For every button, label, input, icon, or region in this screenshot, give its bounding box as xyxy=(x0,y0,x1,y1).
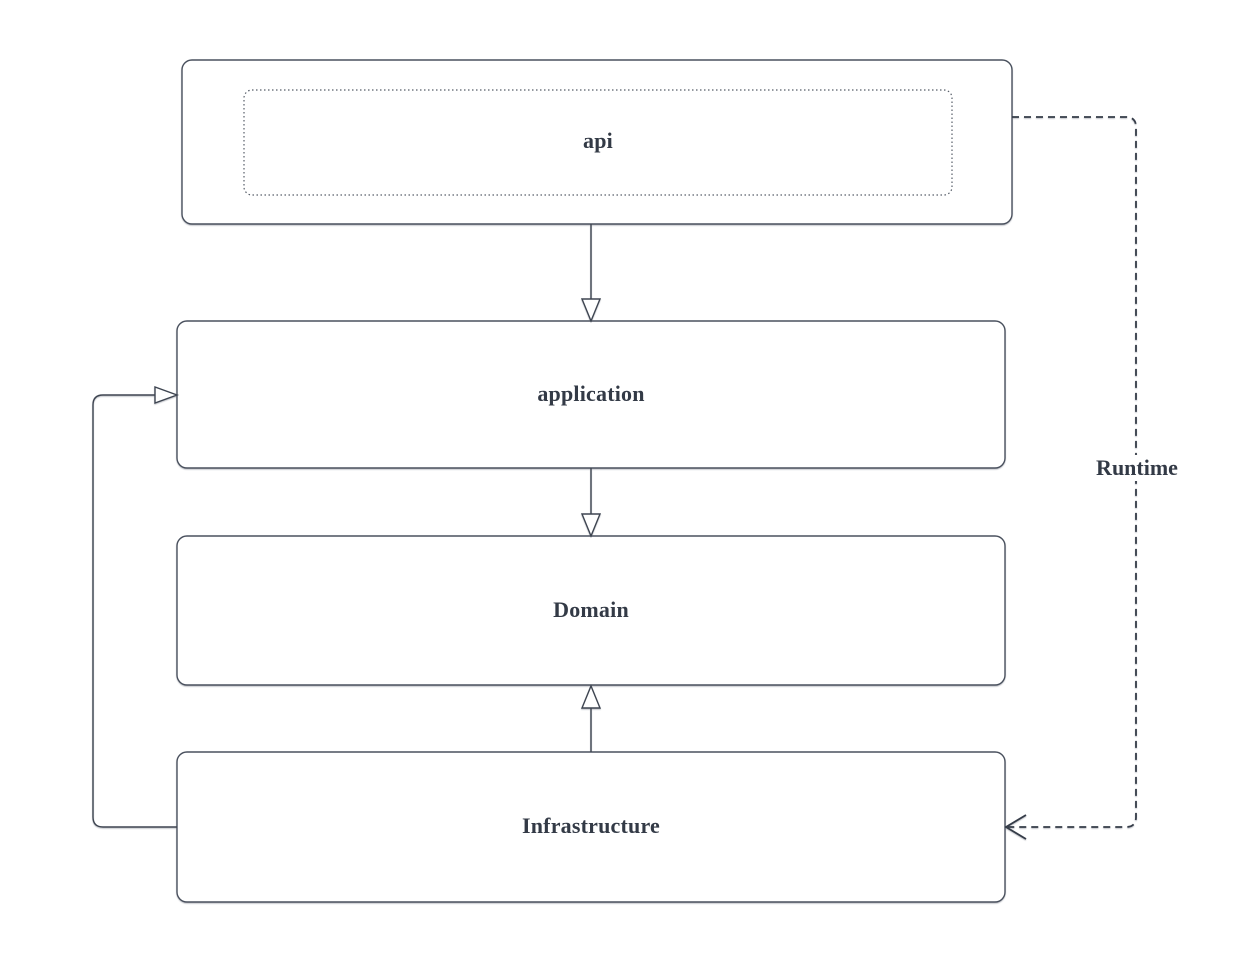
arrowhead-down-icon xyxy=(580,298,602,323)
arrowhead-open-left-icon xyxy=(1004,814,1027,840)
arrowhead-up-icon xyxy=(580,684,602,709)
node-api-inner-dotted-box xyxy=(243,89,953,196)
node-application-label: application xyxy=(537,381,645,406)
node-domain-label: Domain xyxy=(553,597,629,622)
arrowhead-down-icon xyxy=(580,513,602,538)
node-api-label: api xyxy=(583,128,613,153)
edge-infrastructure-application-line xyxy=(92,394,177,828)
edge-api-infrastructure-runtime-line xyxy=(1008,116,1137,828)
node-infrastructure-label: Infrastructure xyxy=(521,813,661,838)
arrowhead-right-icon xyxy=(154,386,180,404)
edge-label-runtime: Runtime xyxy=(1091,455,1183,481)
